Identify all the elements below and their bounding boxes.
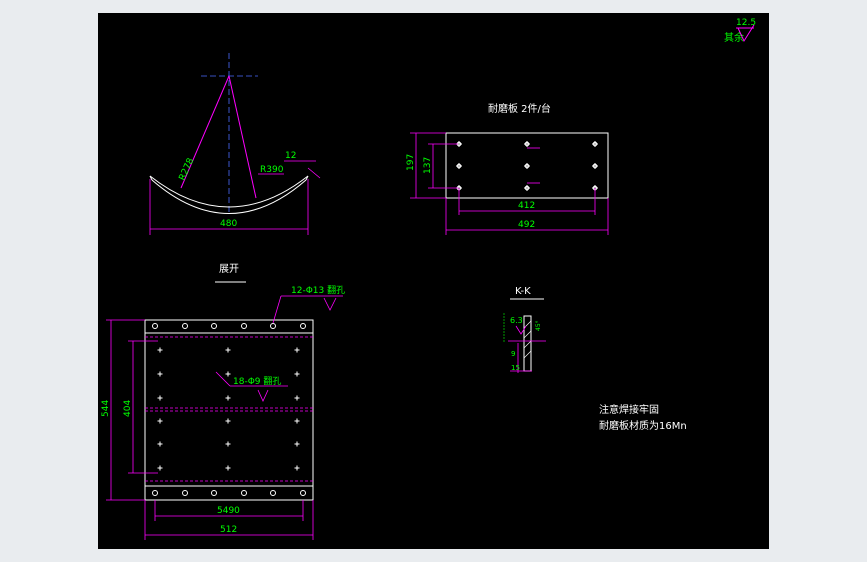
edge-hole-bottom bbox=[211, 490, 217, 496]
edge-hole-bottom bbox=[241, 490, 247, 496]
edge-hole-top bbox=[270, 323, 276, 329]
cad-viewport[interactable]: 12.5 其余 R278 R390 12 480 耐磨板 2件/台 197 bbox=[98, 13, 769, 549]
roughness-symbol: 12.5 其余 bbox=[724, 18, 756, 44]
section-view: K-K 6.3 45° 9 15 bbox=[503, 286, 546, 373]
unfold-title: 展开 bbox=[219, 263, 239, 275]
plate-title: 耐磨板 2件/台 bbox=[488, 102, 551, 115]
edge-hole-bottom bbox=[270, 490, 276, 496]
section-weld-symbol bbox=[515, 325, 527, 335]
unfold-outline bbox=[144, 319, 314, 501]
radius-inner-label: R278 bbox=[178, 156, 197, 182]
plate-width-outer-label: 492 bbox=[518, 220, 535, 230]
radius-leader-inner bbox=[180, 75, 230, 189]
note-line-1: 注意焊接牢固 bbox=[599, 403, 659, 416]
width-label: 480 bbox=[220, 219, 237, 229]
unfold-width-inner-label: 5490 bbox=[217, 506, 240, 516]
radius-leader-outer bbox=[228, 75, 257, 199]
callout-top-label: 12-Φ13 翻孔 bbox=[291, 285, 345, 296]
notes: 注意焊接牢固 耐磨板材质为16Mn bbox=[599, 403, 687, 432]
callout-top-weld-symbol bbox=[323, 297, 337, 311]
arc-plate-end-left bbox=[149, 175, 153, 181]
edge-hole-top bbox=[211, 323, 217, 329]
thickness-label: 12 bbox=[285, 151, 296, 161]
plate-height-inner-label: 137 bbox=[423, 157, 433, 174]
section-side-label: 45° bbox=[535, 320, 542, 331]
unfold-height-outer-label: 544 bbox=[101, 400, 111, 417]
plate-view: 耐磨板 2件/台 197 137 412 492 bbox=[406, 102, 609, 235]
cad-drawing: 12.5 其余 R278 R390 12 480 耐磨板 2件/台 197 bbox=[101, 18, 756, 540]
arc-plate-inner bbox=[151, 179, 307, 214]
roughness-label: 其余 bbox=[724, 31, 744, 44]
section-weld-label: 6.3 bbox=[510, 316, 523, 325]
callout-mid-weld-symbol bbox=[257, 389, 269, 402]
section-hatch-4 bbox=[523, 350, 532, 359]
callout-top-leader bbox=[272, 295, 282, 324]
edge-hole-top bbox=[300, 323, 306, 329]
radius-outer-label: R390 bbox=[260, 165, 284, 175]
section-hatch-2 bbox=[523, 330, 532, 339]
note-line-2: 耐磨板材质为16Mn bbox=[599, 419, 687, 432]
arc-plate-outer bbox=[149, 175, 309, 208]
unfold-width-outer-label: 512 bbox=[220, 525, 237, 535]
roughness-value: 12.5 bbox=[736, 18, 756, 28]
edge-hole-bottom bbox=[182, 490, 188, 496]
roughness-check-mark bbox=[737, 24, 755, 43]
section-d2-label: 15 bbox=[511, 364, 520, 372]
unfold-edge-holes bbox=[152, 323, 306, 496]
plate-height-outer-label: 197 bbox=[406, 154, 416, 171]
arc-plate-end-right bbox=[305, 175, 309, 181]
unfold-hole-marks bbox=[157, 347, 300, 471]
unfold-height-inner-label: 404 bbox=[123, 400, 133, 417]
plate-holes bbox=[456, 141, 598, 191]
section-hatch-3 bbox=[523, 340, 532, 349]
unfold-view: 展开 12-Φ13 翻孔 18-Φ9 翻孔 544 404 5490 5 bbox=[101, 263, 345, 540]
plate-outline bbox=[445, 132, 609, 199]
thickness-leader-diag bbox=[307, 167, 321, 179]
edge-hole-top bbox=[182, 323, 188, 329]
edge-hole-top bbox=[241, 323, 247, 329]
section-title: K-K bbox=[515, 286, 531, 297]
edge-hole-top bbox=[152, 323, 158, 329]
edge-hole-bottom bbox=[152, 490, 158, 496]
callout-mid-label: 18-Φ9 翻孔 bbox=[233, 376, 281, 387]
arc-view: R278 R390 12 480 bbox=[149, 53, 321, 235]
callout-mid-leader bbox=[215, 371, 231, 387]
edge-hole-bottom bbox=[300, 490, 306, 496]
section-d1-label: 9 bbox=[511, 350, 515, 358]
plate-width-inner-label: 412 bbox=[518, 201, 535, 211]
